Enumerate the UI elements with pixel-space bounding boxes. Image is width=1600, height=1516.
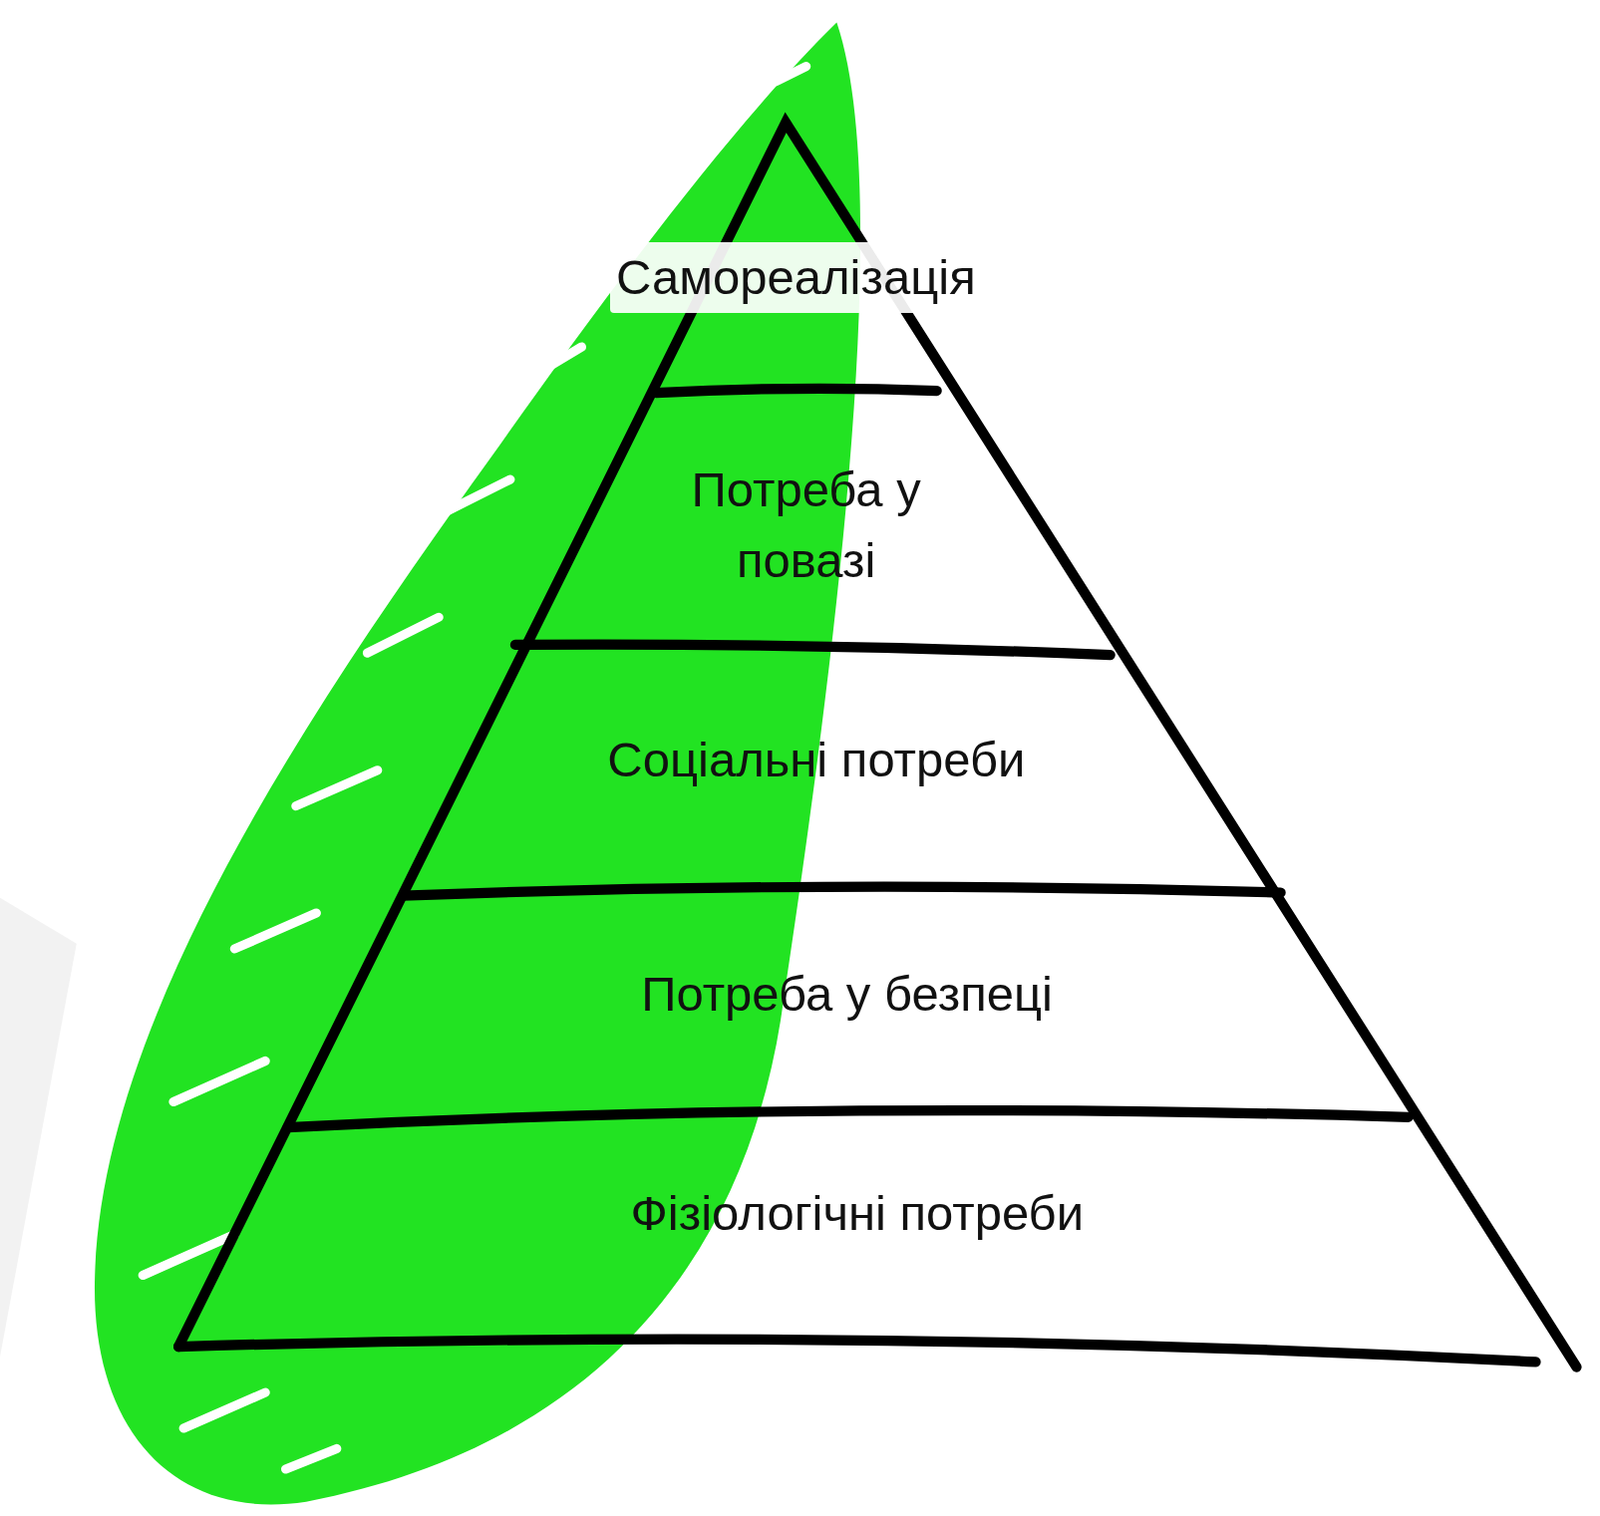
- pyramid-band: Потреба у повазі: [644, 450, 968, 602]
- band-label: Соціальні потреби: [607, 724, 1025, 796]
- pyramid-band: Самореалізація: [602, 237, 990, 318]
- band-label: Фізіологічні потреби: [631, 1178, 1084, 1250]
- band-label: Потреба у повазі: [652, 454, 960, 597]
- band-label: Самореалізація: [610, 242, 982, 314]
- band-label: Потреба у безпеці: [640, 959, 1053, 1030]
- grey-wedge: [0, 898, 77, 1358]
- pyramid-band: Фізіологічні потреби: [622, 1174, 1092, 1255]
- pyramid-band: Соціальні потреби: [599, 720, 1034, 801]
- pyramid-outline: [178, 122, 1577, 1368]
- pyramid-band: Потреба у безпеці: [633, 955, 1061, 1035]
